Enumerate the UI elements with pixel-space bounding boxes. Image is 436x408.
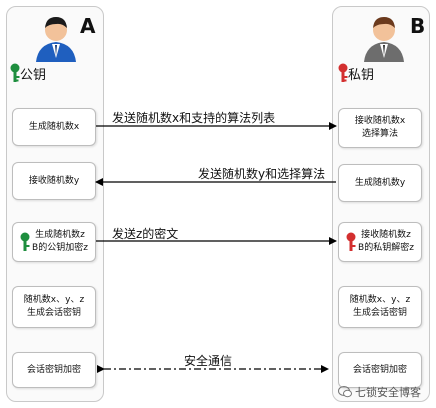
b-step-2-box: 生成随机数y bbox=[338, 164, 422, 202]
a-step-3-line-1: 生成随机数z bbox=[35, 230, 85, 240]
a-step-4-line-1: 随机数x、y、z bbox=[23, 295, 85, 305]
party-a-label: A bbox=[80, 14, 96, 38]
a-step-5-text: 会话密钥加密 bbox=[26, 364, 81, 375]
b-step-2-text: 生成随机数y bbox=[354, 177, 406, 188]
a-step-2-text: 接收随机数y bbox=[28, 175, 80, 186]
b-step-4-line-1: 随机数x、y、z bbox=[349, 295, 411, 305]
green-key-icon bbox=[10, 63, 20, 82]
b-step-1-box: 接收随机数x 选择算法 bbox=[338, 108, 422, 148]
a-step-4-box: 随机数x、y、z 生成会话密钥 bbox=[12, 286, 96, 328]
a-step-2-box: 接收随机数y bbox=[12, 162, 96, 200]
message-1-label: 发送随机数x和支持的算法列表 bbox=[112, 111, 276, 125]
message-3-label: 发送z的密文 bbox=[112, 227, 179, 241]
red-key-icon bbox=[346, 232, 356, 251]
red-key-icon bbox=[338, 63, 348, 82]
party-b-label: B bbox=[410, 14, 426, 38]
b-step-3-line-1: 接收随机数z bbox=[361, 230, 411, 240]
a-step-1-box: 生成随机数x bbox=[12, 108, 96, 146]
message-2-label: 发送随机数y和选择算法 bbox=[198, 167, 326, 181]
b-step-4-box: 随机数x、y、z 生成会话密钥 bbox=[338, 286, 422, 328]
b-step-1-line-2: 选择算法 bbox=[361, 129, 398, 139]
b-step-3-box: 接收随机数z B的私钥解密z bbox=[338, 222, 422, 262]
green-key-icon bbox=[20, 232, 30, 251]
private-key-label: 私钥 bbox=[338, 63, 374, 83]
watermark: 七锁安全博客 bbox=[338, 384, 421, 400]
message-4-label: 安全通信 bbox=[184, 354, 233, 368]
public-key-label: 公钥 bbox=[10, 63, 46, 83]
user-b-avatar-icon bbox=[364, 17, 404, 62]
b-step-1-line-1: 接收随机数x bbox=[354, 116, 406, 126]
chat-bubble-icon bbox=[338, 386, 352, 398]
watermark-text: 七锁安全博客 bbox=[355, 386, 421, 399]
a-step-5-box: 会话密钥加密 bbox=[12, 352, 96, 388]
b-step-3-line-2: B的私钥解密z bbox=[358, 243, 414, 253]
a-step-3-line-2: B的公钥加密z bbox=[32, 243, 88, 253]
b-step-5-text: 会话密钥加密 bbox=[352, 364, 407, 375]
user-a-avatar-icon bbox=[36, 17, 76, 62]
party-a-lane bbox=[6, 6, 104, 402]
party-b-lane bbox=[332, 6, 430, 402]
public-key-text: 公钥 bbox=[20, 67, 47, 83]
private-key-text: 私钥 bbox=[348, 67, 375, 83]
b-step-4-line-2: 生成会话密钥 bbox=[352, 308, 407, 318]
a-step-4-line-2: 生成会话密钥 bbox=[26, 308, 81, 318]
a-step-3-box: 生成随机数z B的公钥加密z bbox=[12, 222, 96, 262]
b-step-5-box: 会话密钥加密 bbox=[338, 352, 422, 388]
a-step-1-text: 生成随机数x bbox=[28, 121, 80, 132]
